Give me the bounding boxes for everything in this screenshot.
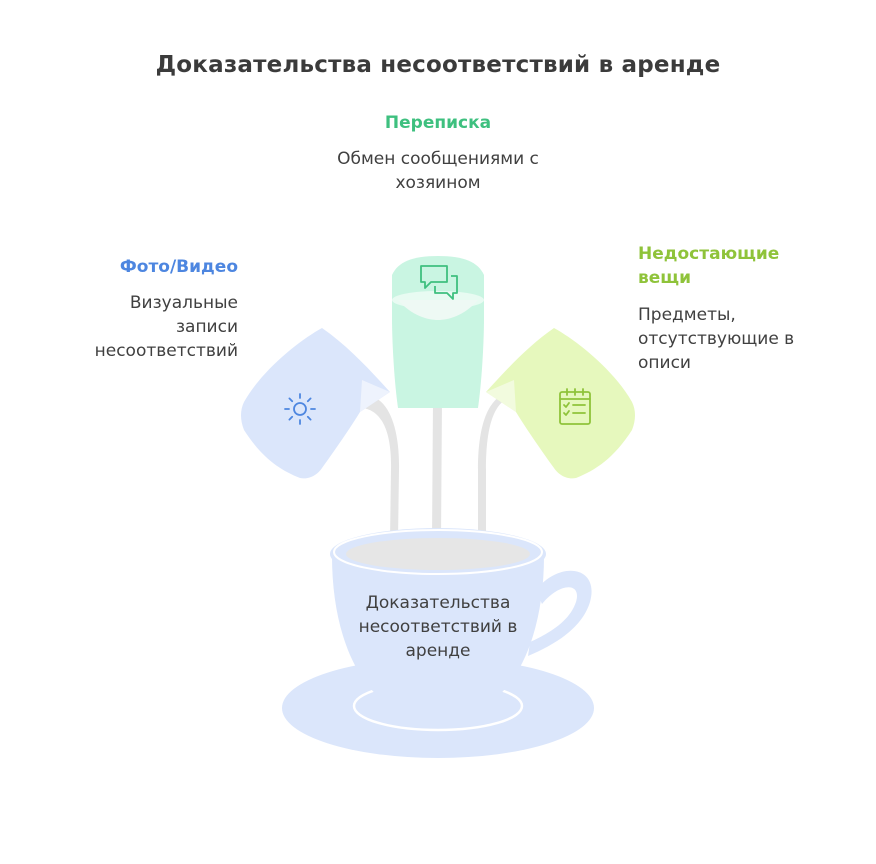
description-missing-items: Предметы, отсутствующие в описи bbox=[638, 305, 795, 373]
pour-stream-right bbox=[478, 390, 530, 540]
description-photo-video: Визуальные записи несоответствий bbox=[94, 293, 238, 361]
pour-stream-left bbox=[350, 394, 400, 540]
pour-stream-center-right bbox=[436, 296, 478, 540]
heading-missing-items: Недостающие вещи bbox=[638, 244, 780, 288]
sun-icon bbox=[284, 393, 316, 425]
description-correspondence: Обмен сообщениями с хозяином bbox=[337, 149, 539, 193]
jug-missing-items bbox=[486, 328, 635, 479]
chat-bubbles-icon bbox=[420, 265, 458, 300]
jug-photo-video bbox=[241, 328, 390, 479]
cup-label: Доказательства несоответствий в аренде bbox=[358, 593, 518, 661]
diagram-title: Доказательства несоответствий в аренде bbox=[155, 52, 721, 78]
jug-correspondence bbox=[392, 256, 484, 408]
cup-handle bbox=[528, 570, 592, 656]
cup bbox=[330, 528, 546, 716]
checklist-icon bbox=[559, 388, 591, 425]
heading-correspondence: Переписка bbox=[384, 113, 492, 133]
heading-photo-video: Фото/Видео bbox=[119, 257, 238, 277]
